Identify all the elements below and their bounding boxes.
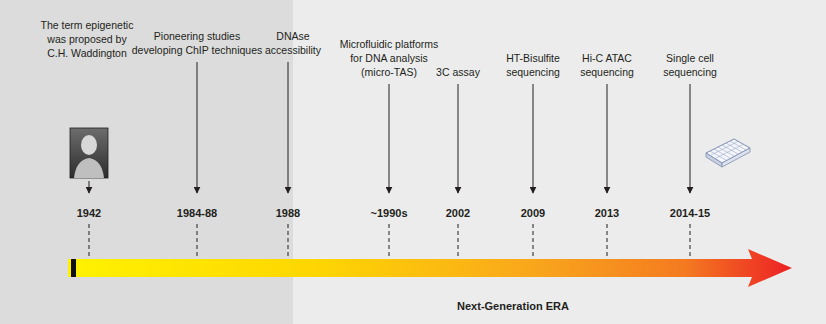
event-label: Single cell sequencing	[650, 51, 730, 79]
event-label: The term epigenetic was proposed by C.H.…	[39, 18, 135, 60]
year-label: 2002	[446, 206, 470, 220]
leader-arrow	[389, 84, 390, 193]
leader-arrow	[533, 84, 534, 193]
tick-mark	[288, 224, 289, 258]
tick-mark	[533, 224, 534, 258]
event-label: Microfluidic platforms for DNA analysis …	[334, 37, 444, 79]
year-label: 2009	[521, 206, 545, 220]
leader-arrow	[89, 181, 90, 193]
era-label: Next-Generation ERA	[457, 299, 569, 313]
event-label: HT-Bisulfite sequencing	[493, 51, 573, 79]
tick-mark	[458, 224, 459, 258]
year-label: 2013	[595, 206, 619, 220]
portrait-body	[74, 158, 104, 178]
tick-mark	[607, 224, 608, 258]
year-label: 1942	[77, 206, 101, 220]
tick-mark	[389, 224, 390, 258]
leader-arrow	[607, 84, 608, 193]
event-label: Pioneering studies developing ChIP techn…	[129, 29, 265, 57]
leader-arrow	[690, 84, 691, 193]
timeline-start-mark	[71, 259, 76, 277]
portrait-head	[81, 135, 97, 155]
year-label: 1984-88	[177, 206, 217, 220]
event-label: 3C assay	[418, 65, 498, 79]
tick-marks	[89, 224, 690, 258]
year-label: 1988	[276, 206, 300, 220]
year-label: 2014-15	[670, 206, 710, 220]
leader-arrow	[458, 84, 459, 193]
portrait-photo	[70, 128, 108, 178]
well-plate-icon	[706, 139, 750, 167]
event-label: Hi-C ATAC sequencing	[567, 51, 647, 79]
leader-arrow	[288, 62, 289, 193]
event-label: DNAse accessibility	[260, 29, 326, 57]
tick-mark	[197, 224, 198, 258]
year-label: ~1990s	[370, 206, 407, 220]
timeline-arrow	[68, 249, 792, 287]
tick-mark	[690, 224, 691, 258]
tick-mark	[89, 224, 90, 258]
leader-arrows	[89, 62, 690, 193]
leader-arrow	[197, 62, 198, 193]
